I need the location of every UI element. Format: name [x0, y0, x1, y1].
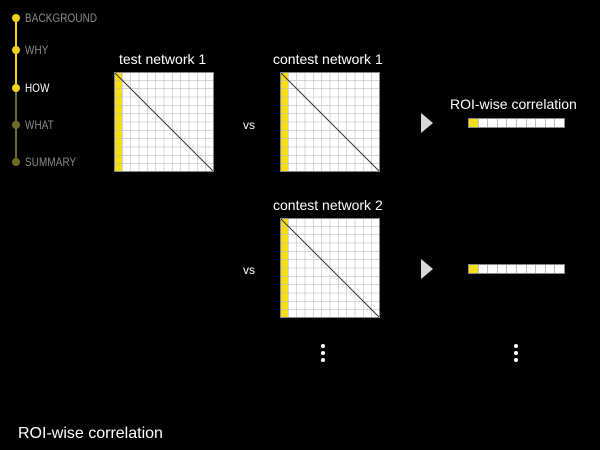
correlation-cell [527, 265, 537, 273]
play-arrow-icon [421, 113, 433, 133]
nav-dot-icon [12, 14, 20, 22]
correlation-cell [479, 265, 489, 273]
nav-label: BACKGROUND [25, 11, 98, 25]
nav-dot-icon [12, 158, 20, 166]
correlation-cell [546, 119, 556, 127]
test-network-matrix [114, 72, 214, 172]
more-rows-icon [321, 344, 327, 365]
nav-label: SUMMARY [25, 155, 77, 169]
correlation-cell [536, 119, 546, 127]
correlation-cell [517, 265, 527, 273]
nav-label: WHY [25, 43, 49, 57]
correlation-cell [517, 119, 527, 127]
contest-network-2-title: contest network 2 [273, 197, 383, 213]
correlation-cell [488, 119, 498, 127]
nav-label: HOW [25, 81, 50, 95]
nav-label: WHAT [25, 118, 54, 132]
play-arrow-icon [421, 259, 433, 279]
contest-network-1-matrix [280, 72, 380, 172]
matrix-border [280, 218, 380, 318]
correlation-cell [488, 265, 498, 273]
correlation-cell [527, 119, 537, 127]
matrix-diagonal [280, 218, 380, 318]
correlation-cell [498, 265, 508, 273]
matrix-border [280, 72, 380, 172]
matrix-diagonal [114, 72, 214, 172]
correlation-bar-1 [468, 118, 565, 128]
correlation-cell [555, 265, 564, 273]
result-title: ROI-wise correlation [450, 96, 577, 112]
matrix-border [114, 72, 214, 172]
correlation-cell [498, 119, 508, 127]
correlation-cell [479, 119, 489, 127]
more-rows-icon [514, 344, 520, 365]
vs-label-2: vs [243, 263, 255, 277]
matrix-diagonal [280, 72, 380, 172]
test-network-title: test network 1 [119, 51, 207, 67]
vs-label-1: vs [243, 118, 255, 132]
correlation-cell-highlighted [469, 265, 479, 273]
nav-dot-icon [12, 46, 20, 54]
contest-network-2-matrix [280, 218, 380, 318]
correlation-cell [507, 119, 517, 127]
footer-caption: ROI-wise correlation [18, 425, 163, 442]
nav-dot-icon [12, 121, 20, 129]
contest-network-1-title: contest network 1 [273, 51, 383, 67]
correlation-cell [546, 265, 556, 273]
correlation-cell [536, 265, 546, 273]
nav-dot-icon [12, 84, 20, 92]
correlation-bar-2 [468, 264, 565, 274]
correlation-cell [507, 265, 517, 273]
correlation-cell [555, 119, 564, 127]
correlation-cell-highlighted [469, 119, 479, 127]
